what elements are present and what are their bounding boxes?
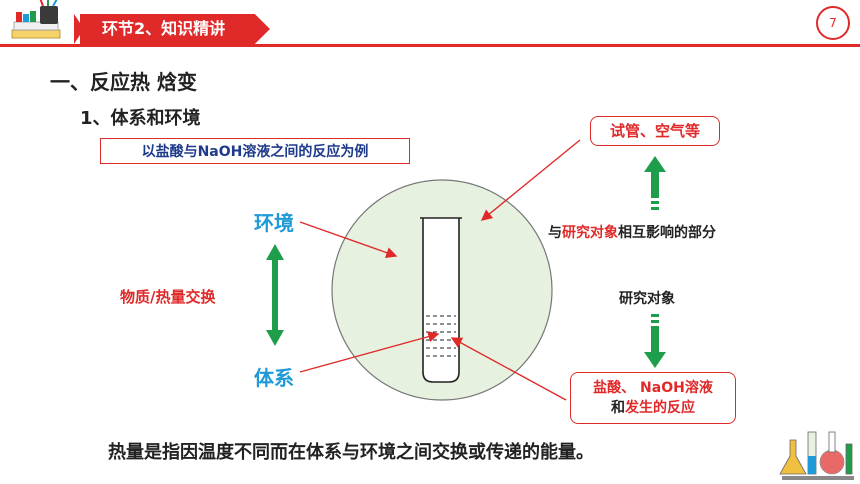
section-tab: 环节2、知识精讲	[80, 14, 270, 44]
system-box-line2: 和发生的反应	[571, 398, 735, 418]
exchange-label: 物质/热量交换	[120, 288, 216, 306]
system-box-and: 和	[611, 400, 625, 416]
section-title: 一、反应热 焓变	[50, 70, 197, 94]
mutual-highlight: 研究对象	[562, 225, 618, 241]
page-number-badge: 7	[816, 6, 850, 40]
system-box-reaction: 发生的反应	[625, 400, 695, 416]
lab-glassware-icon	[779, 431, 854, 480]
example-label: 以盐酸与NaOH溶液之间的反应为例	[100, 138, 410, 164]
system-box-line1: 盐酸、 NaOH溶液	[593, 380, 713, 396]
double-arrow-icon	[266, 244, 284, 346]
mutual-suffix: 相互影响的部分	[618, 225, 716, 241]
system-box: 盐酸、 NaOH溶液 和发生的反应	[570, 372, 736, 424]
system-label: 体系	[254, 366, 294, 390]
sys-box-arrow	[450, 337, 567, 401]
tab-arrow-icon	[74, 14, 84, 44]
header-divider	[0, 44, 860, 47]
up-arrow-icon	[644, 156, 666, 210]
test-tube-icon	[420, 217, 462, 383]
env-box-arrow	[480, 139, 581, 221]
environment-box: 试管、空气等	[590, 116, 720, 146]
mutual-prefix: 与	[548, 225, 562, 241]
down-arrow-icon	[644, 314, 666, 368]
books-pencils-icon	[11, 0, 61, 39]
mutual-influence-text: 与研究对象相互影响的部分	[548, 222, 716, 242]
sys-pointer-arrow	[299, 331, 440, 373]
env-pointer-arrow	[299, 221, 398, 259]
heat-definition: 热量是指因温度不同而在体系与环境之间交换或传递的能量。	[108, 442, 594, 463]
sub-title: 1、体系和环境	[80, 108, 201, 129]
research-object-text: 研究对象	[619, 291, 675, 307]
environment-label: 环境	[254, 211, 294, 235]
